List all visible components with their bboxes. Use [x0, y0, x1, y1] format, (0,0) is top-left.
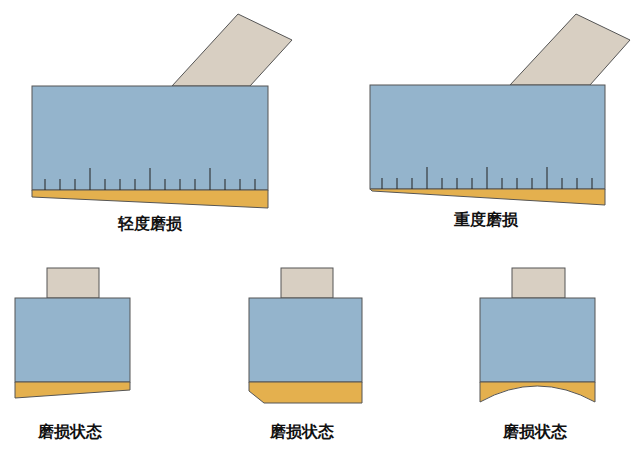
- handle: [512, 268, 565, 298]
- tick: [442, 178, 443, 189]
- caption-label: 磨损状态: [503, 422, 567, 443]
- tick: [210, 168, 211, 190]
- handle: [281, 268, 333, 298]
- tick: [90, 168, 91, 190]
- tick: [472, 178, 473, 189]
- tick: [60, 179, 61, 190]
- worn-edge: [32, 190, 268, 208]
- tick: [75, 179, 76, 190]
- tick: [547, 167, 548, 189]
- tick: [412, 178, 413, 189]
- tick: [397, 178, 398, 189]
- worn-edge: [249, 382, 362, 403]
- blade-body: [249, 298, 362, 382]
- tick: [255, 179, 256, 190]
- tick: [532, 178, 533, 189]
- tick: [150, 168, 151, 190]
- blade-body: [15, 298, 130, 382]
- tick: [120, 179, 121, 190]
- tick: [225, 179, 226, 190]
- tick: [240, 179, 241, 190]
- caption-label: 重度磨损: [454, 210, 518, 231]
- tick: [517, 178, 518, 189]
- caption-label: 轻度磨损: [118, 214, 182, 235]
- tick: [427, 167, 428, 189]
- tick: [180, 179, 181, 190]
- scale-ticks: [45, 168, 255, 190]
- blade-body: [370, 85, 605, 189]
- caption-label: 磨损状态: [270, 422, 334, 443]
- tick: [135, 179, 136, 190]
- caption-label: 磨损状态: [38, 422, 102, 443]
- worn-edge: [370, 189, 605, 205]
- handle: [172, 14, 292, 86]
- tick: [195, 179, 196, 190]
- tick: [487, 167, 488, 189]
- worn-edge: [480, 382, 595, 402]
- tick: [502, 178, 503, 189]
- tick: [105, 179, 106, 190]
- worn-edge: [15, 382, 130, 398]
- handle: [47, 268, 99, 298]
- tick: [382, 178, 383, 189]
- tick: [562, 178, 563, 189]
- tick: [457, 178, 458, 189]
- handle: [510, 14, 630, 85]
- tick: [592, 178, 593, 189]
- scale-ticks: [382, 167, 592, 189]
- tick: [577, 178, 578, 189]
- tick: [165, 179, 166, 190]
- blade-body: [32, 86, 268, 190]
- blade-body: [480, 298, 595, 382]
- tick: [45, 179, 46, 190]
